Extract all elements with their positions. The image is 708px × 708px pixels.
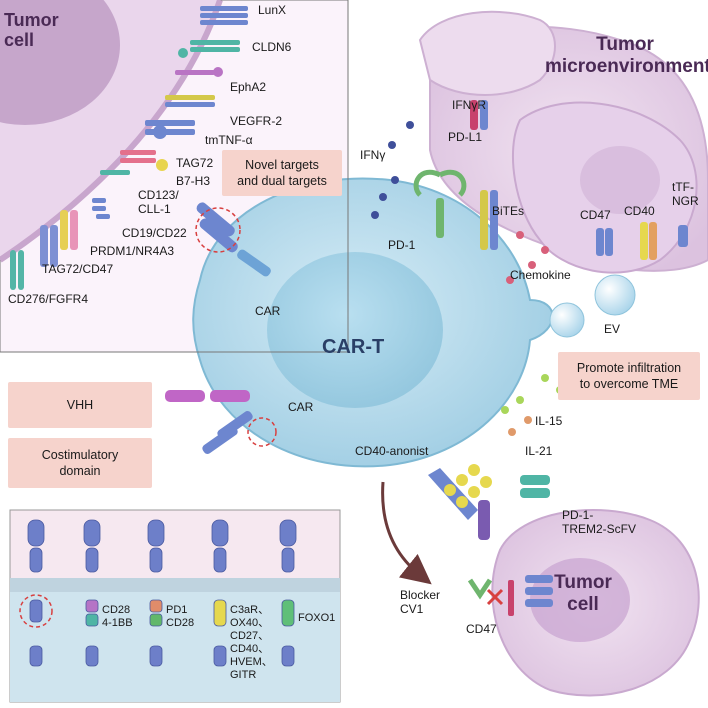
domain-c3ar-list: C3aR、 OX40、 CD27、 CD40、 HVEM、 GITR [230, 604, 273, 681]
car-t-label: CAR-T [322, 336, 385, 358]
ev-label: EV [604, 322, 621, 336]
target-receptors [10, 6, 248, 290]
tumor-cell-bottom [428, 464, 700, 697]
costimulatory-domain-box: Costimulatory domain [8, 438, 152, 488]
domain-cd28-41bb: CD28 4-1BB [102, 604, 133, 629]
blocker-cv1-label: Blocker CV1 [400, 588, 441, 616]
target-tag72-cd47: TAG72/CD47 [42, 262, 114, 276]
tumor-microenvironment-label: Tumor microenvironment [545, 34, 708, 77]
ttf-ngr-label: tTF- NGR [672, 180, 699, 208]
tumor-cell-bottom-label: Tumor cell [554, 572, 612, 615]
highlight-circle [19, 594, 53, 628]
cd40-top-label: CD40 [624, 204, 655, 218]
ifng-label: IFNγ [360, 148, 386, 162]
ifngr-label: IFNγR [452, 98, 486, 112]
domain-pd1-cd28: PD1 CD28 [166, 604, 195, 629]
target-vegfr2: VEGFR-2 [230, 114, 283, 128]
domain-foxo1: FOXO1 [298, 612, 336, 624]
car-t-cell [192, 177, 554, 468]
target-tmtnfa: tmTNF-α [205, 133, 253, 147]
target-cd19-cd22: CD19/CD22 [122, 226, 187, 240]
tumor-cell-top-label: Tumor cell [4, 10, 59, 50]
tumor-nucleus [0, 0, 120, 125]
cd47-bottom-label: CD47 [466, 622, 497, 636]
arrow [381, 481, 432, 585]
costimulatory-domain-panel [9, 509, 341, 703]
car-receptors [165, 202, 277, 454]
cd40-anonist-label: CD40-anonist [355, 444, 429, 458]
pd1-label: PD-1 [388, 238, 416, 252]
pd1-trem2-label: PD-1- TREM2-ScFV [562, 508, 637, 536]
target-tag72: TAG72 [176, 156, 214, 170]
car-label-2: CAR [288, 400, 314, 414]
vhh-box: VHH [8, 382, 152, 428]
target-epha2: EphA2 [230, 80, 267, 94]
pdl1-label: PD-L1 [448, 130, 483, 144]
target-cd276-fgfr4: CD276/FGFR4 [8, 292, 89, 306]
cd47-top-label: CD47 [580, 208, 611, 222]
chemokine-label: Chemokine [510, 268, 571, 282]
il21-label: IL-21 [525, 444, 553, 458]
novel-targets-box: Novel targets and dual targets [222, 150, 342, 196]
target-cd123-cll1: CD123/ CLL-1 [138, 188, 179, 216]
target-cldn6: CLDN6 [252, 40, 292, 54]
target-b7h3: B7-H3 [176, 174, 211, 188]
target-lunx: LunX [258, 3, 287, 17]
target-prdm1-nr4a3: PRDM1/NR4A3 [90, 244, 175, 258]
tme-molecules [371, 100, 688, 436]
car-label-1: CAR [255, 304, 281, 318]
il15-label: IL-15 [535, 414, 563, 428]
bites-label: BiTEs [492, 204, 525, 218]
promote-infiltration-box: Promote infiltration to overcome TME [558, 352, 700, 400]
